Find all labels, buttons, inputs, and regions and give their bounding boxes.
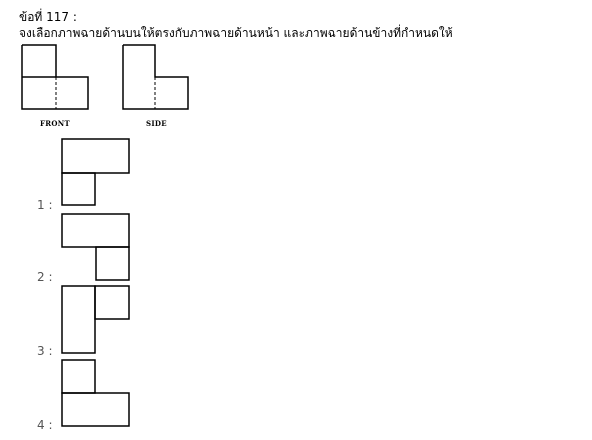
option-1-figure[interactable] [61,138,131,208]
option-4-label[interactable]: 4 : [37,418,53,432]
question-instruction: จงเลือกภาพฉายด้านบนให้ตรงกับภาพฉายด้านหน… [19,26,453,40]
option-3-label[interactable]: 3 : [37,344,53,358]
front-view-label: FRONT [40,119,70,128]
question-number: ข้อที่ 117 : [19,10,77,24]
option-1-label[interactable]: 1 : [37,198,53,212]
option-4-figure[interactable] [61,359,131,429]
option-3-figure[interactable] [61,285,131,357]
side-view-label: SIDE [146,119,167,128]
option-2-figure[interactable] [61,213,131,283]
front-view-figure [20,44,90,112]
side-view-figure [121,44,191,112]
option-2-label[interactable]: 2 : [37,270,53,284]
